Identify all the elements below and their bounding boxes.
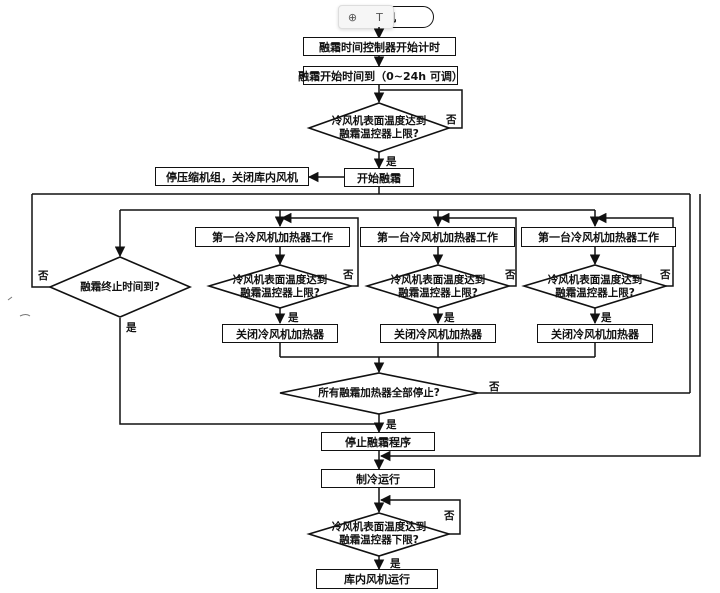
- decision-temp-upper-top-text: 冷风机表面温度达到融霜温控器上限?: [331, 115, 427, 140]
- text-select-icon[interactable]: T: [376, 10, 383, 24]
- box-stop-compressor: 停压缩机组，关闭库内风机: [155, 167, 309, 186]
- connector: [379, 194, 701, 462]
- label-no: 否: [444, 510, 455, 522]
- box-defrost-time: 融霜开始时间到（0~24h 可调）: [298, 66, 463, 85]
- decision-all-heaters-stopped: [279, 372, 479, 415]
- decision-temp-lower-text: 冷风机表面温度达到融霜温控器下限?: [331, 521, 427, 546]
- label-no: 否: [489, 381, 500, 393]
- box-fan-run: 库内风机运行: [316, 569, 438, 589]
- label-no: 否: [660, 269, 671, 281]
- box-timer-start: 融霜时间控制器开始计时: [303, 37, 456, 56]
- connector: [119, 318, 377, 425]
- decision-temp-lower: [306, 512, 452, 557]
- connector: [380, 89, 463, 129]
- label-yes: 是: [288, 312, 299, 324]
- decision-temp-upper-1: [206, 264, 354, 309]
- label-yes: 是: [386, 419, 397, 431]
- box-heater-work-1: 第一台冷风机加热器工作: [195, 227, 350, 247]
- box-heater-work-2: 第一台冷风机加热器工作: [360, 227, 515, 247]
- label-no: 否: [38, 270, 49, 282]
- decision-temp-upper-3-text: 冷风机表面温度达到融霜温控器上限?: [547, 274, 643, 299]
- box-refrigeration: 制冷运行: [321, 469, 435, 488]
- box-heater-off-3: 关闭冷风机加热器: [537, 324, 653, 343]
- connector: [31, 194, 50, 288]
- decision-temp-upper-1-text: 冷风机表面温度达到融霜温控器上限?: [232, 274, 328, 299]
- connector: [379, 494, 461, 535]
- box-stop-defrost: 停止融霜程序: [321, 432, 435, 451]
- zoom-in-icon[interactable]: ⊕: [347, 10, 358, 24]
- scan-marks: [7, 296, 31, 317]
- decision-temp-upper-top: [306, 102, 452, 153]
- decision-defrost-end-time-text: 融霜终止时间到?: [80, 281, 160, 293]
- label-no: 否: [446, 114, 457, 126]
- box-heater-off-2: 关闭冷风机加热器: [380, 324, 496, 343]
- label-yes: 是: [390, 558, 401, 570]
- decision-defrost-end-time: [47, 256, 193, 318]
- decision-temp-upper-2: [364, 264, 512, 309]
- label-yes: 是: [444, 312, 455, 324]
- decision-temp-upper-3: [521, 264, 669, 309]
- label-yes: 是: [386, 156, 397, 168]
- label-yes: 是: [601, 312, 612, 324]
- box-heater-work-3: 第一台冷风机加热器工作: [521, 227, 676, 247]
- decision-temp-upper-2-text: 冷风机表面温度达到融霜温控器上限?: [390, 274, 486, 299]
- label-no: 否: [343, 269, 354, 281]
- connector: [280, 212, 359, 287]
- decision-all-heaters-stopped-text: 所有融霜加热器全部停止?: [318, 387, 440, 399]
- viewer-toolbar: ⊕ T: [338, 5, 394, 29]
- connector: [438, 212, 517, 287]
- label-no: 否: [505, 269, 516, 281]
- label-yes: 是: [126, 322, 137, 334]
- box-heater-off-1: 关闭冷风机加热器: [222, 324, 338, 343]
- box-begin-defrost: 开始融霜: [344, 168, 414, 187]
- connector: [595, 212, 674, 287]
